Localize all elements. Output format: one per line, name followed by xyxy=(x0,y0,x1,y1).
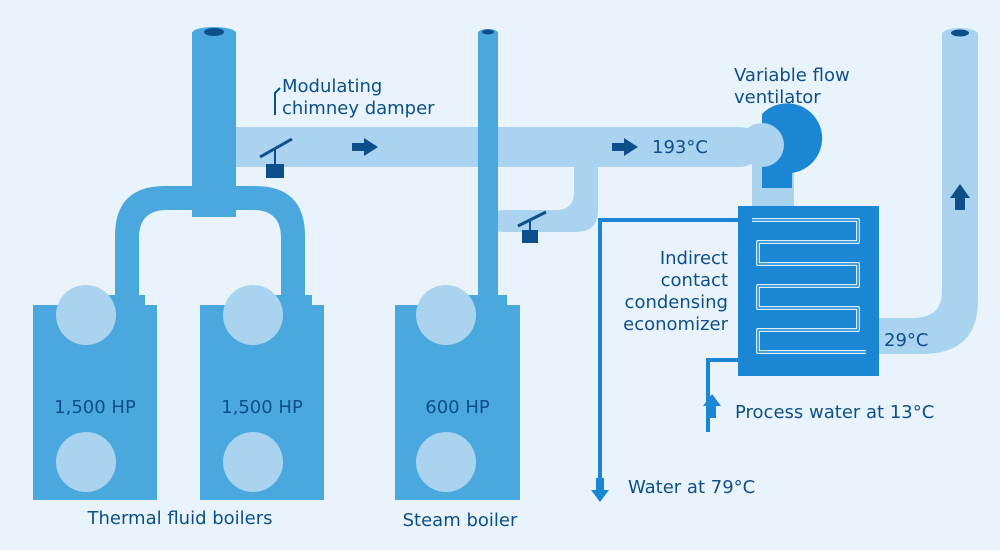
process-water-arrow-icon xyxy=(703,394,721,418)
fan-icon xyxy=(740,103,823,188)
boiler-1 xyxy=(33,285,157,500)
steam-chimney xyxy=(478,32,498,310)
ventilator-label: Variable flow ventilator xyxy=(734,65,850,109)
ventilator-label-line-2: ventilator xyxy=(734,87,821,108)
damper-label: Modulating chimney damper xyxy=(282,76,435,120)
economizer-label-line-3: condensing xyxy=(624,292,728,313)
thermal-manifold xyxy=(115,186,305,300)
exit-stack xyxy=(878,34,978,354)
branch-damper-icon xyxy=(517,210,547,243)
thermal-chimney-opening xyxy=(204,28,224,36)
thermal-boilers-caption: Thermal fluid boilers xyxy=(87,508,273,529)
economizer-label-line-2: contact xyxy=(660,270,728,291)
exit-flow-arrow-icon xyxy=(950,184,970,210)
boiler-3-rating: 600 HP xyxy=(425,397,490,418)
economizer-label-line-1: Indirect xyxy=(659,248,728,269)
ventilator-label-line-1: Variable flow xyxy=(734,65,850,86)
economizer-body xyxy=(738,206,879,376)
damper-label-line-1: Modulating xyxy=(282,76,383,97)
damper-icon xyxy=(259,87,293,178)
flow-arrow-icon xyxy=(352,138,378,156)
flue-temperature: 193°C xyxy=(652,137,708,158)
exit-stack-opening xyxy=(951,29,969,37)
water-pipe xyxy=(598,218,738,480)
water-out-arrow-icon xyxy=(591,478,609,502)
boiler-1-rating: 1,500 HP xyxy=(54,397,136,418)
exit-temperature: 29°C xyxy=(884,330,929,351)
boiler-2-rating: 1,500 HP xyxy=(221,397,303,418)
damper-label-line-2: chimney damper xyxy=(282,98,435,119)
steam-boiler-caption: Steam boiler xyxy=(402,510,518,531)
boiler-2 xyxy=(200,285,324,500)
economizer-label: Indirect contact condensing economizer xyxy=(610,248,728,336)
economizer-label-line-4: economizer xyxy=(623,314,728,335)
flow-arrow-icon xyxy=(612,138,638,156)
water-out-label: Water at 79°C xyxy=(628,477,756,498)
steam-chimney-opening xyxy=(482,29,494,35)
coil-icon xyxy=(752,219,866,353)
process-water-label: Process water at 13°C xyxy=(735,402,935,423)
boiler-3 xyxy=(395,285,520,500)
steam-branch-duct xyxy=(488,160,598,232)
